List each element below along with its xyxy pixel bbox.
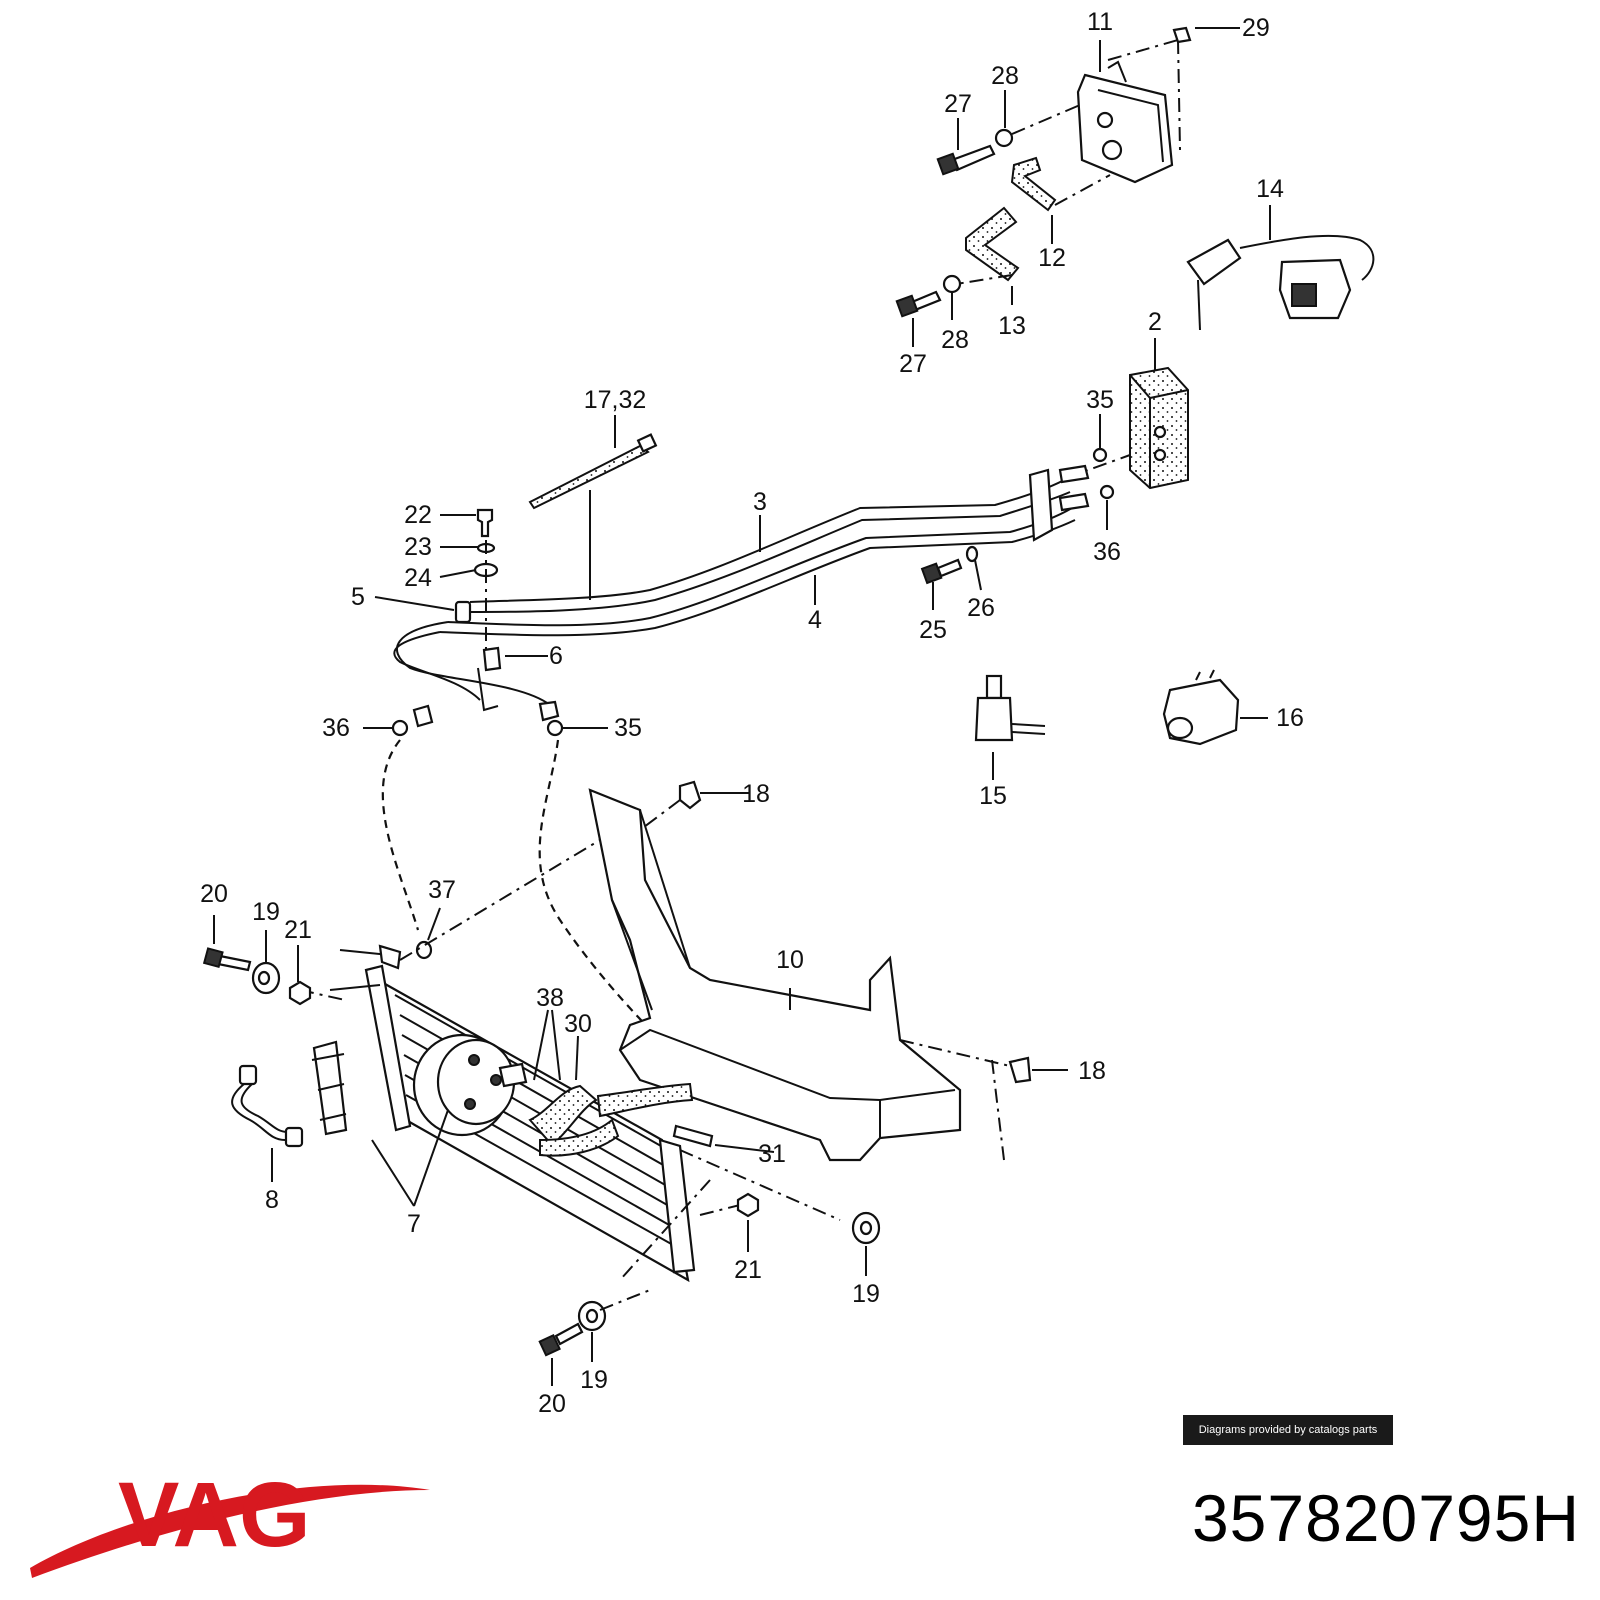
hose-part-12 — [1010, 156, 1057, 212]
callout-16: 16 — [1276, 704, 1304, 732]
callout-10: 10 — [776, 946, 804, 974]
reservoir-part-11 — [1076, 26, 1192, 184]
oring-part-35-lower — [546, 719, 564, 737]
callout-7: 7 — [407, 1210, 421, 1238]
compressor — [412, 1033, 528, 1137]
callout-35: 35 — [1086, 386, 1114, 414]
bolt-part-27-upper — [936, 144, 996, 176]
washer-part-26 — [965, 545, 979, 563]
bushing-part-19-right — [851, 1211, 881, 1245]
fitting-nuts — [412, 700, 560, 728]
callout-26: 26 — [967, 594, 995, 622]
callout-20: 20 — [200, 880, 228, 908]
callout-19: 19 — [252, 898, 280, 926]
wiring-harness-part-8 — [231, 1064, 304, 1148]
shroud-part-10 — [588, 788, 962, 1162]
callout-11: 11 — [1087, 8, 1113, 36]
part-number: 357820795H — [1191, 1481, 1580, 1555]
callout-2: 2 — [1148, 308, 1162, 336]
pipe-end-fittings — [1028, 464, 1090, 542]
bolt-part-27-lower — [895, 290, 942, 318]
nut-part-21-lower — [736, 1192, 760, 1218]
callout-18: 18 — [1078, 1057, 1106, 1085]
callout-27: 27 — [944, 90, 972, 118]
hose-part-30 — [528, 1082, 694, 1147]
refrigerant-pipe-part-3 — [469, 477, 1071, 613]
callout-12: 12 — [1038, 244, 1066, 272]
callout-23: 23 — [404, 533, 432, 561]
washer-part-28-upper — [994, 128, 1014, 148]
cable-tie-part-17-32 — [528, 433, 658, 510]
washer-part-28-lower — [942, 274, 962, 294]
callout-24: 24 — [404, 564, 432, 592]
oring-part-35-upper — [1092, 447, 1108, 463]
callout-36: 36 — [322, 714, 350, 742]
callout-29: 29 — [1242, 14, 1270, 42]
bushing-part-19-lower — [577, 1300, 607, 1332]
callout-38: 38 — [536, 984, 564, 1012]
switch-part-16 — [1162, 669, 1240, 746]
bolt-part-31 — [672, 1124, 714, 1148]
callout-35: 35 — [614, 714, 642, 742]
oring-part-37 — [415, 940, 433, 960]
callout-37: 37 — [428, 876, 456, 904]
dryer-part-7 — [311, 1040, 348, 1136]
callout-21: 21 — [284, 916, 312, 944]
callout-3: 3 — [753, 488, 767, 516]
bolt-part-20-upper — [202, 947, 252, 972]
sensor-part-14 — [1186, 234, 1375, 331]
callout-21: 21 — [734, 1256, 762, 1284]
callout-4: 4 — [808, 606, 822, 634]
refrigerant-pipe-part-4 — [393, 507, 1076, 706]
hose-part-13 — [965, 206, 1020, 282]
callout-19: 19 — [580, 1366, 608, 1394]
callout-17-32: 17,32 — [584, 386, 647, 414]
hose-part-38 — [539, 1118, 620, 1157]
clip-part-6 — [477, 646, 502, 712]
callout-28: 28 — [941, 326, 969, 354]
callout-36: 36 — [1093, 538, 1121, 566]
callout-20: 20 — [538, 1390, 566, 1418]
leader-lines — [213, 27, 1271, 1386]
callout-31: 31 — [758, 1140, 786, 1168]
callout-8: 8 — [265, 1186, 279, 1214]
condenser-part-7 — [329, 944, 696, 1283]
clip-part-18-lower — [1008, 1056, 1032, 1084]
clamp-part-5 — [454, 600, 472, 624]
callout-30: 30 — [564, 1010, 592, 1038]
exploded-parts-diagram: 11 29 28 27 14 12 13 27 28 2 17,32 35 22… — [200, 8, 1375, 1418]
nut-part-21-upper — [288, 980, 312, 1006]
callout-27: 27 — [899, 350, 927, 378]
vag-logo-text: VAG — [118, 1464, 311, 1566]
switch-part-15 — [974, 674, 1046, 742]
callout-18: 18 — [742, 780, 770, 808]
bolt-part-20-lower — [538, 1322, 584, 1357]
bolt-part-22 — [476, 508, 494, 538]
callout-22: 22 — [404, 501, 432, 529]
callout-28: 28 — [991, 62, 1019, 90]
callout-13: 13 — [998, 312, 1026, 340]
callout-14: 14 — [1256, 175, 1284, 203]
callout-5: 5 — [351, 583, 365, 611]
callout-25: 25 — [919, 616, 947, 644]
oring-part-36-lower — [391, 719, 409, 737]
block-part-2 — [1129, 366, 1189, 490]
clip-part-18-upper — [678, 780, 702, 810]
callout-15: 15 — [979, 782, 1007, 810]
diagram-credit-badge: Diagrams provided by catalogs parts — [1183, 1415, 1393, 1445]
oring-part-36-upper — [1099, 484, 1115, 500]
vag-logo: VAG — [30, 1464, 430, 1578]
bushing-part-19-upper — [251, 961, 281, 995]
callout-6: 6 — [549, 642, 563, 670]
bolt-part-25 — [920, 558, 963, 585]
callout-19: 19 — [852, 1280, 880, 1308]
